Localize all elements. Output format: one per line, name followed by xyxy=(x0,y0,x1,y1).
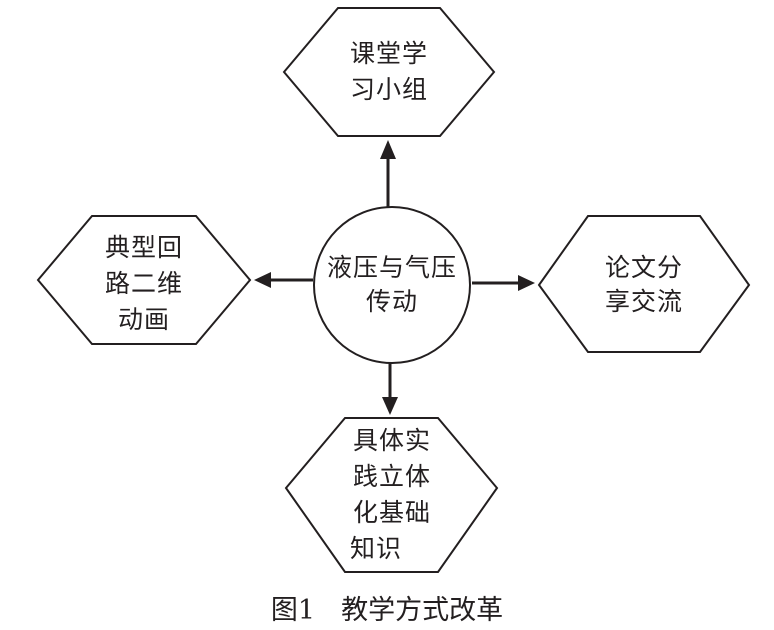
arrow-right xyxy=(472,275,535,291)
right-node: 论文分 享交流 xyxy=(537,215,751,353)
center-node-line-1: 液压与气压 xyxy=(327,253,457,282)
bottom-node-line-4: 知识 xyxy=(350,534,402,563)
center-node: 液压与气压 传动 xyxy=(313,206,471,364)
figure-label: 图1 xyxy=(270,595,316,626)
top-node-line-1: 课堂学 xyxy=(350,39,428,68)
arrow-left xyxy=(254,272,313,288)
figure-title: 教学方式改革 xyxy=(341,595,504,626)
right-node-line-2: 享交流 xyxy=(605,287,683,316)
right-node-line-1: 论文分 xyxy=(605,253,683,282)
center-node-line-2: 传动 xyxy=(366,287,418,316)
top-node-line-2: 习小组 xyxy=(350,75,428,104)
arrow-up xyxy=(380,140,396,210)
bottom-node-line-2: 践立体 xyxy=(353,462,431,491)
figure-caption: 图1 教学方式改革 xyxy=(0,588,774,627)
bottom-node-line-3: 化基础 xyxy=(353,498,431,527)
bottom-node: 具体实 践立体 化基础 知识 xyxy=(284,417,499,573)
left-node-line-1: 典型回 xyxy=(105,233,183,262)
top-node: 课堂学 习小组 xyxy=(282,7,496,137)
left-node-line-2: 路二维 xyxy=(105,269,183,298)
bottom-node-line-1: 具体实 xyxy=(353,426,431,455)
left-node-line-3: 动画 xyxy=(118,305,170,334)
left-node: 典型回 路二维 动画 xyxy=(36,215,252,345)
arrow-down xyxy=(382,362,398,415)
